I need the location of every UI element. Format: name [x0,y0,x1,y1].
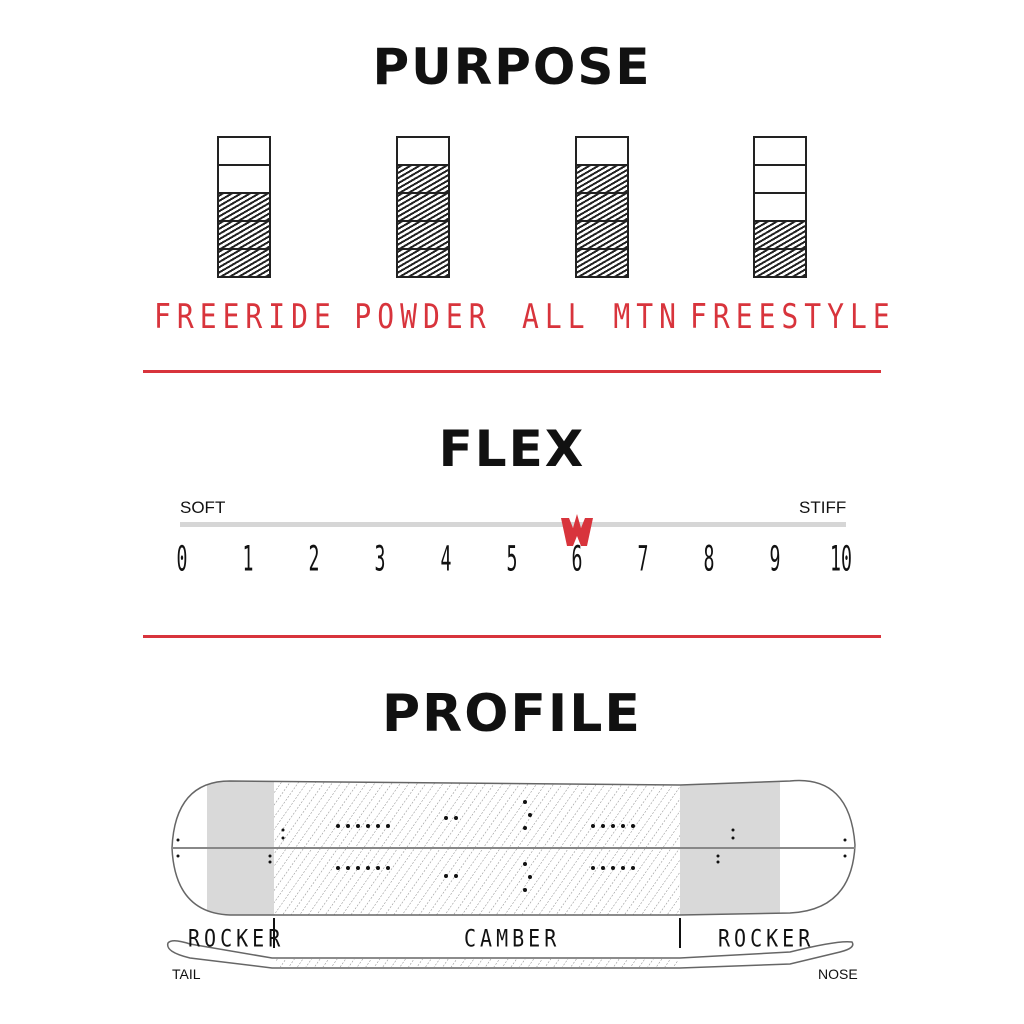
tail-label: TAIL [172,966,201,982]
profile-title: PROFILE [382,684,642,744]
flex-tick-3: 3 [374,537,386,580]
rocker-nose-label: ROCKER [718,923,815,953]
flex-tick-1: 1 [242,537,254,580]
camber-label: CAMBER [464,923,561,953]
meter-segment [575,220,629,248]
powder-label: POWDER [354,296,492,337]
meter-segment [575,164,629,192]
flex-tick-9: 9 [769,537,781,580]
freestyle-meter [753,136,807,278]
meter-segment [753,248,807,278]
flex-track [180,522,846,527]
rocker-tail-label: ROCKER [188,923,285,953]
meter-segment [217,164,271,192]
powder-meter [396,136,450,278]
meter-segment [396,220,450,248]
flex-tick-0: 0 [176,537,188,580]
freeride-label: FREERIDE [154,296,337,337]
all-mtn-label: ALL MTN [521,296,682,337]
meter-segment [396,248,450,278]
meter-segment [217,220,271,248]
section-divider [143,635,881,638]
stiff-label: STIFF [799,498,847,517]
meter-segment [217,136,271,164]
meter-segment [753,192,807,220]
meter-segment [217,248,271,278]
soft-label: SOFT [180,498,226,517]
meter-segment [575,136,629,164]
flex-title: FLEX [438,420,586,478]
flex-tick-7: 7 [637,537,649,580]
flex-tick-2: 2 [308,537,320,580]
meter-segment [575,248,629,278]
meter-segment [753,136,807,164]
section-divider [143,370,881,373]
meter-segment [396,192,450,220]
flex-tick-4: 4 [440,537,452,580]
nose-label: NOSE [818,966,858,982]
all-mtn-meter [575,136,629,278]
flex-tick-6: 6 [571,537,583,580]
freestyle-label: FREESTYLE [690,296,896,337]
logo-marker-icon [561,514,594,546]
freeride-meter [217,136,271,278]
meter-segment [217,192,271,220]
meter-segment [753,220,807,248]
flex-tick-5: 5 [506,537,517,580]
meter-segment [396,164,450,192]
purpose-title: PURPOSE [372,38,652,96]
meter-segment [396,136,450,164]
flex-tick-10: 10 [830,537,852,580]
flex-tick-8: 8 [703,537,715,580]
meter-segment [575,192,629,220]
meter-segment [753,164,807,192]
